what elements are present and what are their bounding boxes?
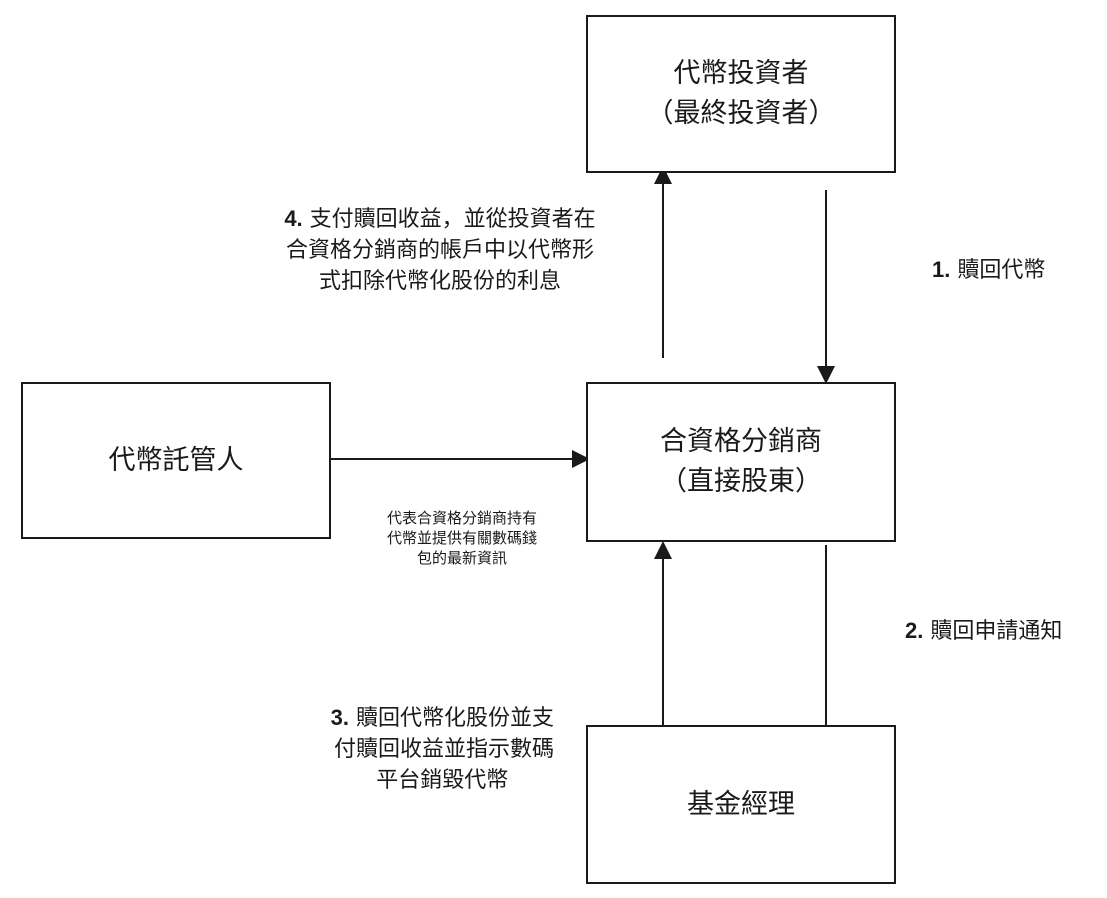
fund-manager-title: 基金經理 bbox=[687, 788, 795, 820]
custodian-title: 代幣託管人 bbox=[108, 444, 244, 476]
distributor-box: 合資格分銷商 （直接股東） bbox=[586, 382, 896, 542]
step-3-line-3: 平台銷毀代幣 bbox=[376, 768, 509, 793]
token-investor-box: 代幣投資者 （最終投資者） bbox=[586, 15, 896, 173]
step-2-label: 2. 贖回申請通知 bbox=[905, 615, 1062, 647]
step-3-line-2: 付贖回收益並指示數碼 bbox=[333, 737, 554, 762]
custodian-note: 代表合資格分銷商持有 代幣並提供有關數碼錢 包的最新資訊 bbox=[362, 508, 562, 568]
step-4-number: 4. bbox=[284, 206, 303, 231]
step-4-line-3: 式扣除代幣化股份的利息 bbox=[318, 269, 561, 294]
step-1-text: 贖回代幣 bbox=[957, 258, 1046, 283]
step-3-number: 3. bbox=[330, 705, 349, 730]
fund-manager-box: 基金經理 bbox=[586, 725, 896, 884]
step-3-line-1: 贖回代幣化股份並支 bbox=[355, 706, 554, 731]
step-2-text: 贖回申請通知 bbox=[930, 619, 1063, 644]
distributor-subtitle: （直接股東） bbox=[660, 466, 822, 497]
token-investor-subtitle: （最終投資者） bbox=[646, 98, 836, 129]
step-2-number: 2. bbox=[905, 618, 924, 643]
custodian-box: 代幣託管人 bbox=[21, 382, 331, 539]
step-4-label: 4. 支付贖回收益，並從投資者在 合資格分銷商的帳戶中以代幣形 式扣除代幣化股份… bbox=[270, 203, 610, 297]
custodian-note-line-3: 包的最新資訊 bbox=[416, 549, 507, 567]
custodian-note-line-1: 代表合資格分銷商持有 bbox=[386, 509, 537, 527]
distributor-title: 合資格分銷商 bbox=[660, 426, 822, 457]
step-1-label: 1. 贖回代幣 bbox=[932, 254, 1045, 286]
step-4-line-2: 合資格分銷商的帳戶中以代幣形 bbox=[285, 238, 594, 263]
step-4-line-1: 支付贖回收益，並從投資者在 bbox=[309, 207, 596, 232]
step-3-label: 3. 贖回代幣化股份並支 付贖回收益並指示數碼 平台銷毀代幣 bbox=[331, 702, 554, 796]
step-1-number: 1. bbox=[932, 257, 951, 282]
token-investor-title: 代幣投資者 bbox=[673, 58, 809, 89]
custodian-note-line-2: 代幣並提供有關數碼錢 bbox=[386, 529, 537, 547]
